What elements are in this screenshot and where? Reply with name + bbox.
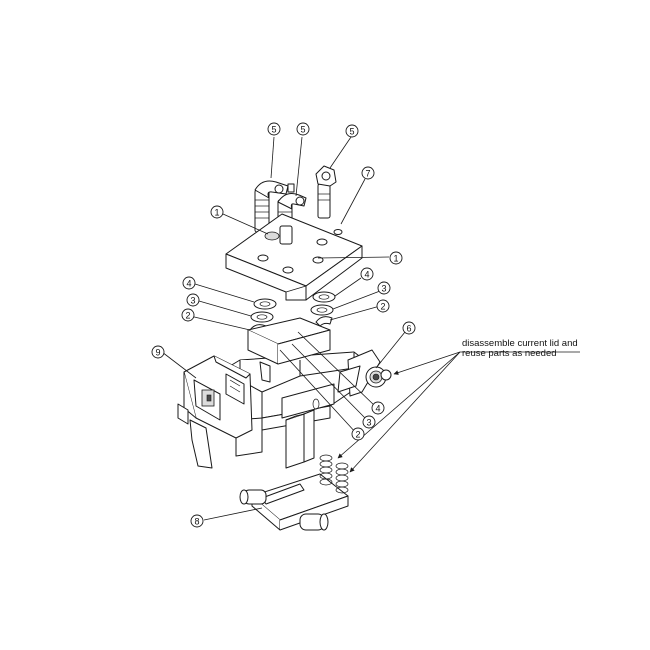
tube-fitting-left bbox=[254, 180, 295, 233]
svg-text:1: 1 bbox=[214, 208, 219, 218]
svg-text:5: 5 bbox=[349, 127, 354, 137]
svg-text:6: 6 bbox=[406, 324, 411, 334]
leader-lines bbox=[161, 136, 580, 521]
svg-text:4: 4 bbox=[375, 404, 380, 414]
balloon-3-left: 3 bbox=[186, 293, 200, 307]
note-line-2: reuse parts as needed bbox=[462, 348, 557, 359]
balloon-6: 6 bbox=[402, 321, 416, 335]
spring-left bbox=[319, 454, 333, 486]
balloon-4-center: 4 bbox=[371, 401, 385, 415]
balloon-8: 8 bbox=[190, 514, 204, 528]
svg-text:2: 2 bbox=[355, 430, 360, 440]
balloon-2-center: 2 bbox=[351, 427, 365, 441]
balloon-2-left: 2 bbox=[181, 308, 195, 322]
svg-text:5: 5 bbox=[271, 125, 276, 135]
svg-text:2: 2 bbox=[185, 311, 190, 321]
balloon-2-right: 2 bbox=[376, 299, 390, 313]
washer-stack-right bbox=[310, 291, 336, 327]
svg-text:5: 5 bbox=[300, 125, 305, 135]
balloon-4-right: 4 bbox=[360, 267, 374, 281]
balloon-7: 7 bbox=[361, 166, 375, 180]
spring-right bbox=[335, 462, 349, 494]
svg-text:4: 4 bbox=[364, 270, 369, 280]
balloon-9: 9 bbox=[151, 345, 165, 359]
svg-text:8: 8 bbox=[194, 517, 199, 527]
svg-text:2: 2 bbox=[380, 302, 385, 312]
balloon-3-center: 3 bbox=[362, 415, 376, 429]
front-latch-block bbox=[177, 355, 253, 469]
knob-assembly bbox=[337, 349, 392, 397]
svg-text:3: 3 bbox=[381, 284, 386, 294]
roller-spring-assembly bbox=[239, 454, 349, 531]
svg-text:9: 9 bbox=[155, 348, 160, 358]
lid-plate bbox=[225, 213, 363, 301]
svg-text:3: 3 bbox=[190, 296, 195, 306]
balloon-5-left: 5 bbox=[267, 122, 281, 136]
svg-text:1: 1 bbox=[393, 254, 398, 264]
balloon-1-right: 1 bbox=[389, 251, 403, 265]
balloon-5-right: 5 bbox=[345, 124, 359, 138]
balloon-1-left: 1 bbox=[210, 205, 224, 219]
balloon-4-left: 4 bbox=[182, 276, 196, 290]
balloon-3-right: 3 bbox=[377, 281, 391, 295]
svg-text:4: 4 bbox=[186, 279, 191, 289]
svg-text:7: 7 bbox=[365, 169, 370, 179]
note-line-1: disassemble current lid and bbox=[462, 338, 578, 349]
balloon-5-middle: 5 bbox=[296, 122, 310, 136]
tube-fitting-right bbox=[315, 165, 337, 219]
svg-text:3: 3 bbox=[366, 418, 371, 428]
